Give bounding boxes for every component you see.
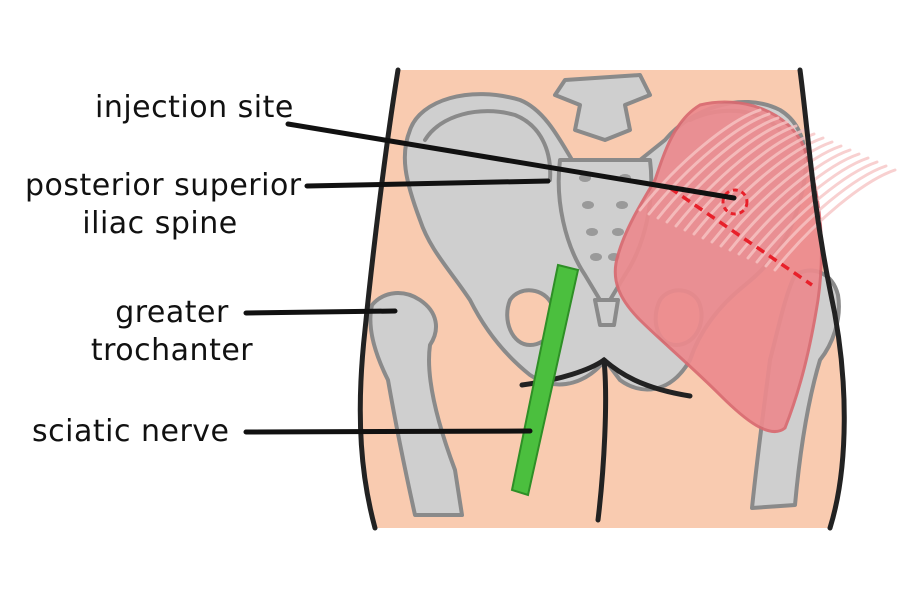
muscle-striation — [719, 144, 843, 248]
injection-guide-line — [669, 186, 813, 287]
muscle-striation — [728, 148, 852, 252]
left-iliac-wing-outline — [423, 109, 553, 182]
label-injection-site: injection site — [95, 90, 294, 125]
muscle-striation — [683, 128, 807, 232]
intergluteal-line — [595, 357, 609, 523]
sacral-foramen — [586, 228, 598, 236]
muscle-striation — [755, 160, 879, 264]
muscle-striation — [746, 156, 870, 260]
injection-site-marker — [721, 188, 749, 216]
right-body-outline — [797, 67, 847, 531]
leader-greater-trochanter — [243, 308, 398, 316]
muscle-striation — [665, 120, 789, 224]
left-body-outline — [357, 67, 401, 531]
muscle-striation — [656, 116, 780, 220]
leader-psis — [304, 178, 551, 189]
sacral-foramen — [616, 201, 628, 209]
muscle-striation — [692, 132, 816, 236]
leader-sciatic-nerve — [243, 428, 533, 435]
muscle-striation — [638, 108, 762, 212]
label-psis-line1: posterior superior — [25, 168, 302, 203]
left-femur — [368, 291, 464, 517]
sacral-foramen — [612, 228, 624, 236]
leader-injection-site — [285, 121, 737, 201]
label-trochanter-line2: trochanter — [90, 333, 254, 368]
muscle-striation — [737, 152, 861, 256]
muscle-striation — [674, 124, 798, 228]
label-trochanter-line1: greater — [115, 295, 229, 330]
label-psis-line2: iliac spine — [82, 206, 238, 241]
sacral-foramen — [582, 201, 594, 209]
muscle-striation — [701, 136, 825, 240]
muscle-striation — [647, 112, 771, 216]
sacral-foramen — [590, 253, 602, 261]
muscle-striation — [764, 164, 888, 268]
coccyx — [593, 298, 620, 327]
label-sciatic-nerve: sciatic nerve — [32, 414, 230, 449]
lumbar-spine — [553, 73, 652, 142]
sciatic-nerve — [510, 263, 580, 497]
muscle-striation — [773, 168, 897, 272]
